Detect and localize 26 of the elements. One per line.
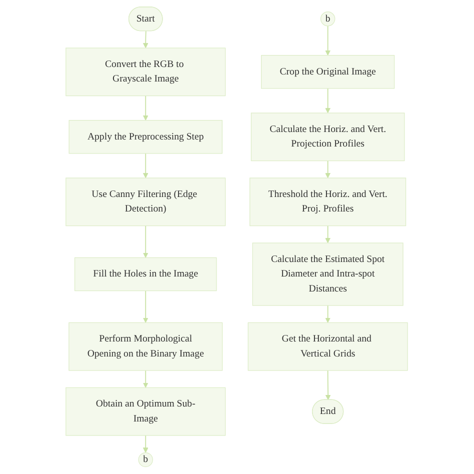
node-box: Use Canny Filtering (Edge Detection) xyxy=(66,178,226,226)
arrow xyxy=(326,370,332,400)
arrow xyxy=(325,25,331,56)
arrow xyxy=(325,305,331,323)
arrow xyxy=(143,95,149,121)
node-box: Calculate the Estimated Spot Diameter and Intra-spot Distances xyxy=(252,242,404,306)
node-box: Convert the RGB to Grayscale Image xyxy=(66,48,226,96)
node-box: Obtain an Optimum Sub-Image xyxy=(66,387,226,436)
arrow xyxy=(143,153,149,178)
node-box: Perform Morphological Opening on the Binary Image xyxy=(68,322,223,371)
node-box: Crop the Original Image xyxy=(261,55,395,89)
arrow xyxy=(325,160,331,178)
node-box: Apply the Preprocessing Step xyxy=(69,120,223,154)
arrow xyxy=(143,435,149,453)
node-box: Calculate the Horiz. and Vert. Projection Profiles xyxy=(251,112,405,162)
node-circle: b xyxy=(138,452,154,468)
arrow xyxy=(325,88,331,114)
arrow xyxy=(143,225,149,258)
arrow xyxy=(143,290,149,323)
node-box: Get the Horizontal and Vertical Grids xyxy=(248,322,408,371)
node-circle: b xyxy=(320,12,336,26)
arrow xyxy=(325,225,331,244)
arrow xyxy=(143,370,149,388)
node-box: Fill the Holes in the Image xyxy=(74,257,218,292)
arrow xyxy=(143,30,149,48)
node-box: Threshold the Horiz. and Vert. Proj. Profiles xyxy=(250,178,406,226)
